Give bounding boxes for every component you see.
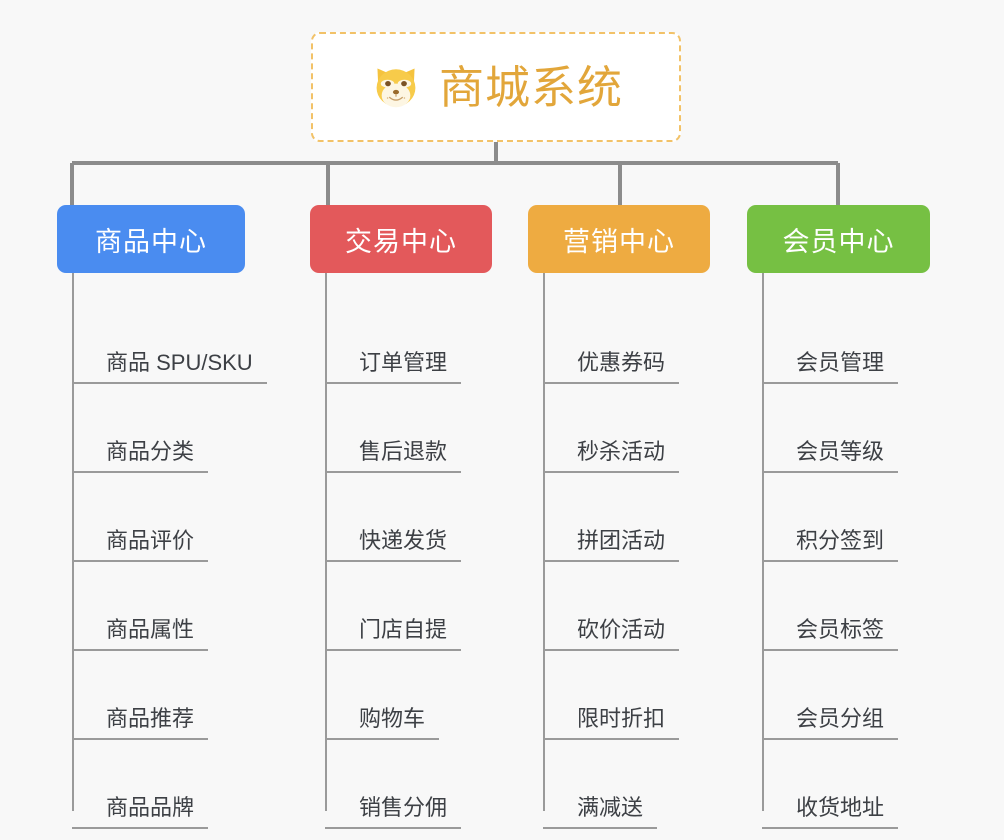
leaf-list-trade-center: 订单管理 售后退款 快递发货 门店自提 购物车 销售分佣 <box>310 273 492 829</box>
leaf-label: 门店自提 <box>325 617 462 651</box>
leaf-item[interactable]: 秒杀活动 <box>528 384 710 473</box>
leaf-list-marketing-center: 优惠券码 秒杀活动 拼团活动 砍价活动 限时折扣 满减送 <box>528 273 710 829</box>
category-box-trade-center[interactable]: 交易中心 <box>310 205 492 273</box>
root-node[interactable]: 商城系统 <box>311 32 681 142</box>
leaf-label: 满减送 <box>543 795 658 829</box>
category-label: 交易中心 <box>345 226 457 257</box>
column-marketing-center: 营销中心 优惠券码 秒杀活动 拼团活动 砍价活动 限时折扣 满减送 <box>528 205 710 829</box>
leaf-label: 积分签到 <box>762 528 899 562</box>
leaf-item[interactable]: 商品属性 <box>57 562 245 651</box>
category-box-member-center[interactable]: 会员中心 <box>747 205 930 273</box>
leaf-item[interactable]: 满减送 <box>528 740 710 829</box>
category-label: 商品中心 <box>95 226 207 257</box>
leaf-label: 商品 SPU/SKU <box>72 350 267 384</box>
leaf-label: 商品分类 <box>72 439 209 473</box>
leaf-label: 拼团活动 <box>543 528 680 562</box>
leaf-item[interactable]: 商品分类 <box>57 384 245 473</box>
leaf-label: 商品推荐 <box>72 706 209 740</box>
leaf-label: 会员分组 <box>762 706 899 740</box>
leaf-label: 销售分佣 <box>325 795 462 829</box>
leaf-item[interactable]: 收货地址 <box>747 740 930 829</box>
leaf-label: 商品品牌 <box>72 795 209 829</box>
category-label: 营销中心 <box>563 226 675 257</box>
leaf-trunk-line <box>72 273 74 811</box>
category-box-product-center[interactable]: 商品中心 <box>57 205 245 273</box>
leaf-item[interactable]: 商品 SPU/SKU <box>57 295 267 384</box>
leaf-label: 售后退款 <box>325 439 462 473</box>
leaf-label: 会员管理 <box>762 350 899 384</box>
leaf-label: 秒杀活动 <box>543 439 680 473</box>
leaf-item[interactable]: 会员标签 <box>747 562 930 651</box>
leaf-trunk-line <box>762 273 764 811</box>
column-member-center: 会员中心 会员管理 会员等级 积分签到 会员标签 会员分组 收货地址 <box>747 205 930 829</box>
category-box-marketing-center[interactable]: 营销中心 <box>528 205 710 273</box>
leaf-label: 订单管理 <box>325 350 462 384</box>
leaf-item[interactable]: 门店自提 <box>310 562 492 651</box>
leaf-item[interactable]: 购物车 <box>310 651 492 740</box>
leaf-item[interactable]: 会员分组 <box>747 651 930 740</box>
leaf-item[interactable]: 限时折扣 <box>528 651 710 740</box>
leaf-label: 商品属性 <box>72 617 209 651</box>
column-trade-center: 交易中心 订单管理 售后退款 快递发货 门店自提 购物车 销售分佣 <box>310 205 492 829</box>
leaf-label: 快递发货 <box>325 528 462 562</box>
leaf-label: 购物车 <box>325 706 440 740</box>
leaf-item[interactable]: 会员等级 <box>747 384 930 473</box>
leaf-item[interactable]: 砍价活动 <box>528 562 710 651</box>
leaf-item[interactable]: 会员管理 <box>747 295 930 384</box>
shiba-dog-icon <box>376 68 416 108</box>
category-label: 会员中心 <box>782 226 895 257</box>
leaf-label: 优惠券码 <box>543 350 680 384</box>
leaf-item[interactable]: 销售分佣 <box>310 740 492 829</box>
leaf-label: 砍价活动 <box>543 617 680 651</box>
leaf-label: 限时折扣 <box>543 706 680 740</box>
leaf-label: 商品评价 <box>72 528 209 562</box>
leaf-label: 会员标签 <box>762 617 899 651</box>
leaf-item[interactable]: 商品推荐 <box>57 651 245 740</box>
leaf-item[interactable]: 商品品牌 <box>57 740 245 829</box>
leaf-label: 收货地址 <box>762 795 899 829</box>
leaf-item[interactable]: 售后退款 <box>310 384 492 473</box>
leaf-item[interactable]: 订单管理 <box>310 295 492 384</box>
leaf-list-product-center: 商品 SPU/SKU 商品分类 商品评价 商品属性 商品推荐 商品品牌 <box>57 273 267 829</box>
leaf-item[interactable]: 快递发货 <box>310 473 492 562</box>
leaf-trunk-line <box>325 273 327 811</box>
leaf-list-member-center: 会员管理 会员等级 积分签到 会员标签 会员分组 收货地址 <box>747 273 930 829</box>
leaf-label: 会员等级 <box>762 439 899 473</box>
root-title: 商城系统 <box>438 61 623 113</box>
column-product-center: 商品中心 商品 SPU/SKU 商品分类 商品评价 商品属性 商品推荐 商品品牌 <box>57 205 267 829</box>
leaf-item[interactable]: 优惠券码 <box>528 295 710 384</box>
leaf-item[interactable]: 积分签到 <box>747 473 930 562</box>
leaf-trunk-line <box>543 273 545 811</box>
leaf-item[interactable]: 商品评价 <box>57 473 245 562</box>
leaf-item[interactable]: 拼团活动 <box>528 473 710 562</box>
